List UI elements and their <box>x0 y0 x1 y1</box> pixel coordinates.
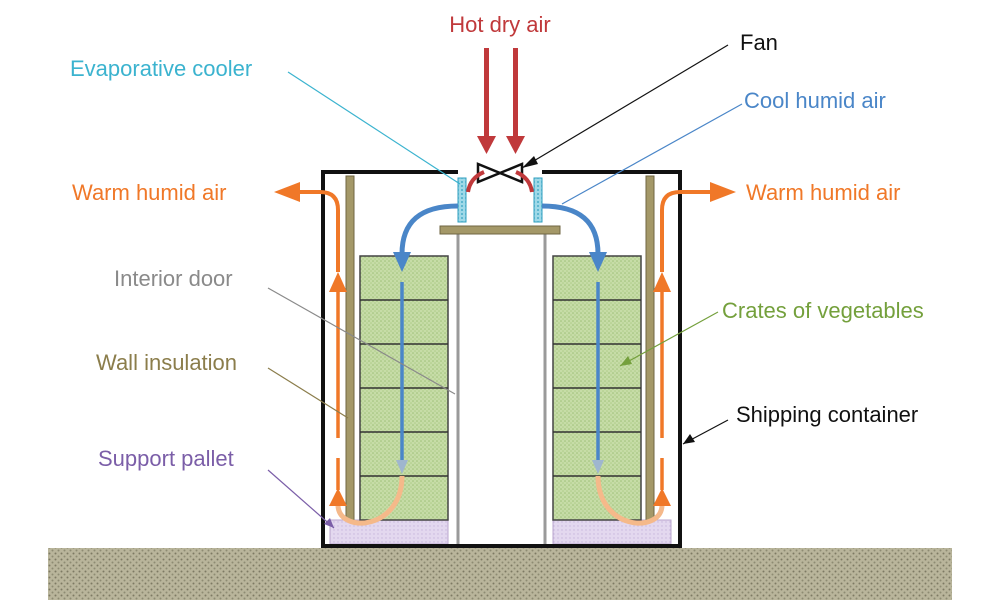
label-fan: Fan <box>740 30 778 55</box>
label-evaporative-cooler: Evaporative cooler <box>70 56 252 81</box>
leader-support-pallet-arrowhead <box>324 518 334 528</box>
warm-air-return-left <box>335 475 405 526</box>
cool-humid-air-flow-right <box>541 203 607 474</box>
hot-air-to-cooler-left <box>466 170 485 193</box>
leader-shipping-container-arrowhead <box>683 434 695 444</box>
label-crates-of-vegetables: Crates of vegetables <box>722 298 924 323</box>
label-support-pallet: Support pallet <box>98 446 234 471</box>
evaporative-cooler-pad-right <box>533 177 543 223</box>
leader-fan-arrowhead <box>522 156 538 168</box>
label-wall-insulation: Wall insulation <box>96 350 237 375</box>
label-shipping-container: Shipping container <box>736 402 918 427</box>
label-warm-humid-air-right: Warm humid air <box>746 180 900 205</box>
warm-air-up-right <box>653 182 736 506</box>
leader-crates <box>619 311 719 367</box>
support-pallet-right <box>552 519 672 545</box>
hot-dry-air-arrows <box>477 48 525 154</box>
leader-interior-door <box>267 287 456 395</box>
plenum-shelf <box>439 225 561 235</box>
leader-support-pallet <box>267 469 335 529</box>
evaporative-cooler-pad-left <box>457 177 467 223</box>
warm-air-up-left <box>274 182 347 506</box>
support-pallet-left <box>329 519 449 545</box>
label-cool-humid-air: Cool humid air <box>744 88 886 113</box>
ground <box>48 548 952 600</box>
warm-air-return-right <box>595 475 665 526</box>
leader-fan <box>521 44 729 169</box>
leader-crates-arrowhead <box>620 356 632 366</box>
cool-humid-air-flow-left <box>393 203 459 474</box>
leader-cool-humid-air <box>561 103 743 205</box>
leader-evaporative-cooler <box>287 71 461 185</box>
label-hot-dry-air: Hot dry air <box>449 12 550 37</box>
fan-icon <box>476 162 524 184</box>
leader-wall-insulation <box>267 367 349 419</box>
shipping-container-outline <box>321 170 682 548</box>
label-warm-humid-air-left: Warm humid air <box>72 180 226 205</box>
label-interior-door: Interior door <box>114 266 233 291</box>
wall-insulation-left <box>345 175 355 521</box>
hot-air-to-cooler-right <box>515 170 534 193</box>
